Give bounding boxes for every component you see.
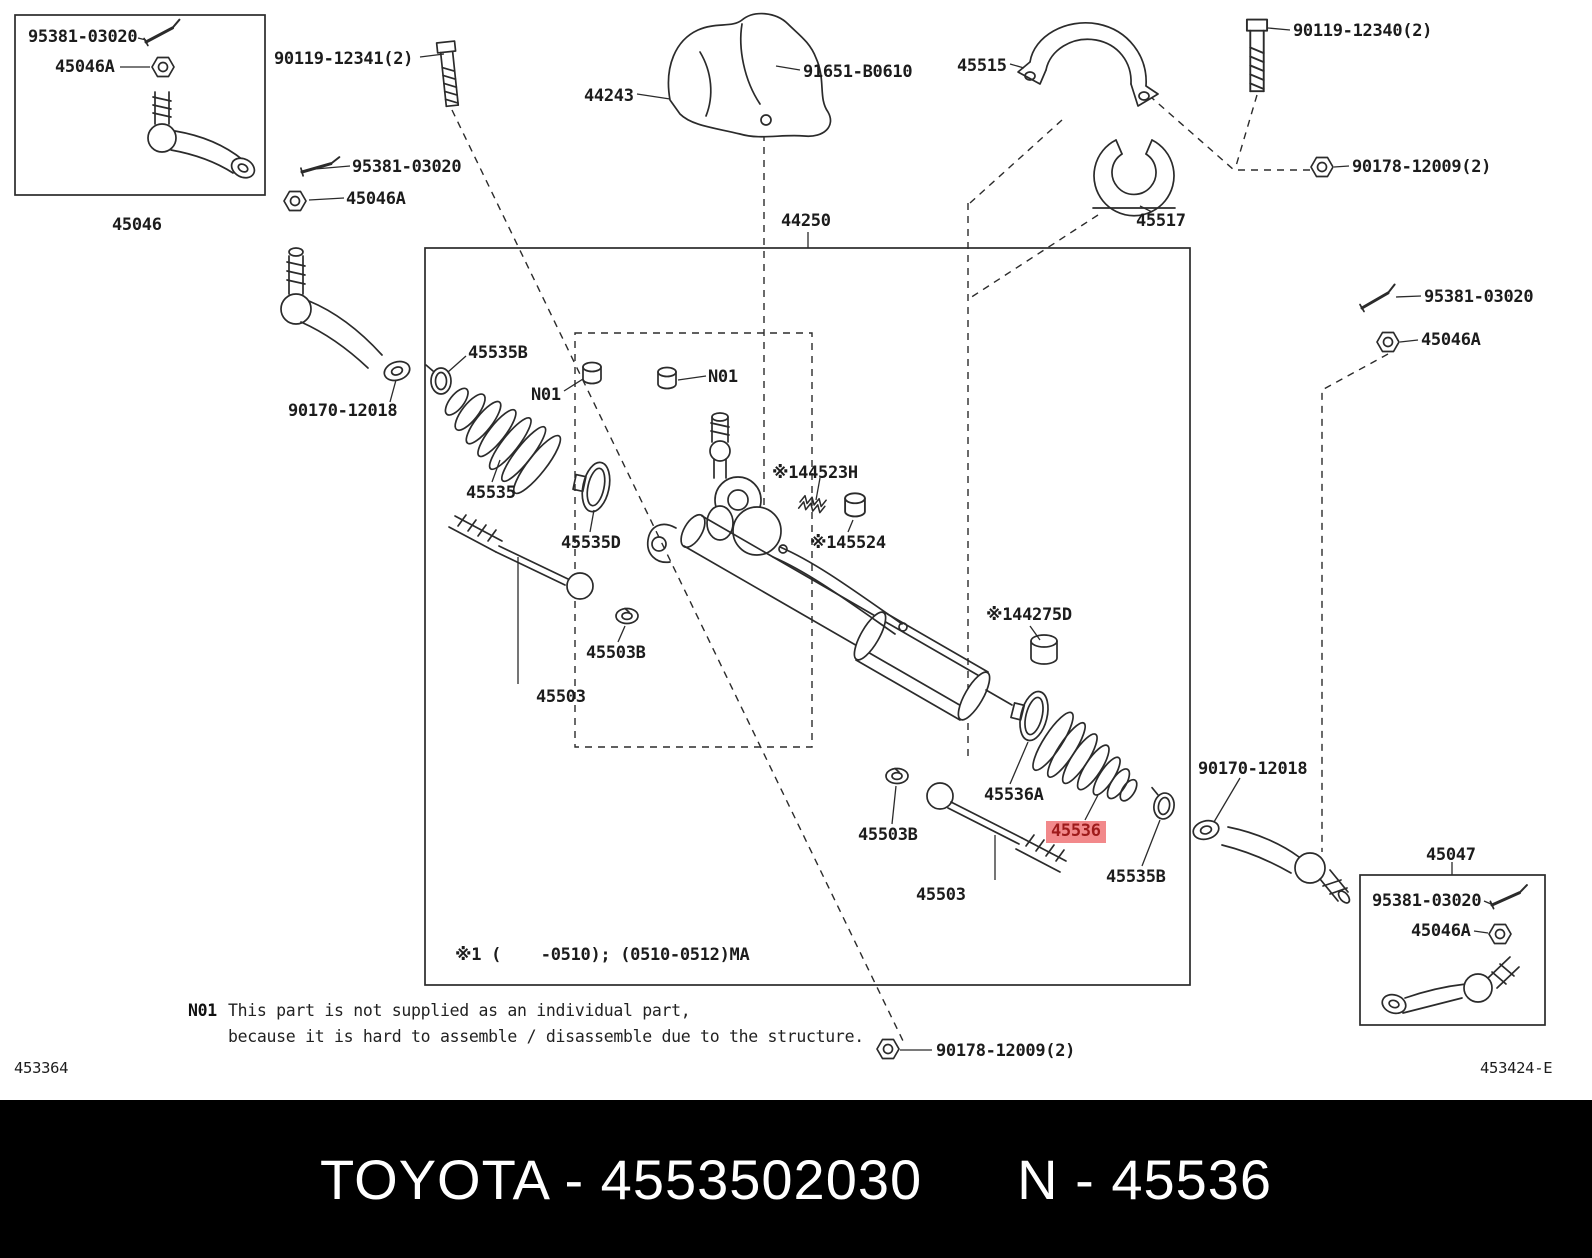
part-label-90119123402[interactable]: 90119-12340(2) bbox=[1293, 21, 1433, 41]
steering-rack-drawing bbox=[646, 412, 1013, 721]
part-label-91651b0610[interactable]: 91651-B0610 bbox=[803, 62, 913, 82]
part-label-45536a[interactable]: 45536A bbox=[984, 785, 1044, 805]
part-label-45503b[interactable]: 45503B bbox=[586, 643, 646, 663]
part-label-45535b[interactable]: 45535B bbox=[1106, 867, 1166, 887]
banner-title: TOYOTA - 4553502030 bbox=[319, 1147, 923, 1211]
part-label-144275d[interactable]: ※144275D bbox=[986, 605, 1072, 625]
part-label-45535[interactable]: 45535 bbox=[466, 483, 516, 503]
tie-rod-end-drawing-left bbox=[280, 247, 383, 369]
part-label-45535d[interactable]: 45535D bbox=[561, 533, 621, 553]
part-label-45503[interactable]: 45503 bbox=[536, 687, 586, 707]
part-label-44250[interactable]: 44250 bbox=[781, 211, 831, 231]
part-label-45046a[interactable]: 45046A bbox=[1411, 921, 1471, 941]
part-label-453364: 453364 bbox=[14, 1059, 69, 1077]
part-label-9017012018[interactable]: 90170-12018 bbox=[1198, 759, 1308, 779]
part-label-45047[interactable]: 45047 bbox=[1426, 845, 1476, 865]
labels-layer: 95381-03020 45046A 45046 90119-12341(2) 4424… bbox=[14, 21, 1553, 1077]
part-label-n01: N01 bbox=[188, 1001, 217, 1020]
diagram-canvas: 95381-03020 45046A 45046 90119-12341(2) 4424… bbox=[14, 12, 1553, 1077]
part-label-45046a[interactable]: 45046A bbox=[55, 57, 115, 77]
tie-rod-end-drawing-bottomright bbox=[1381, 956, 1520, 1015]
part-label-45503[interactable]: 45503 bbox=[916, 885, 966, 905]
banner-part-number: N - 45536 bbox=[1017, 1147, 1273, 1211]
part-banner: TOYOTA - 4553502030 N - 45536 bbox=[0, 1100, 1592, 1258]
part-label-45503b[interactable]: 45503B bbox=[858, 825, 918, 845]
inner-tie-rod-drawing-right bbox=[926, 782, 1067, 873]
part-label-1051005100512ma: ※1 ( -0510); (0510-0512)MA bbox=[455, 945, 750, 965]
part-label-45046a[interactable]: 45046A bbox=[346, 189, 406, 209]
tie-rod-end-drawing-topleft bbox=[147, 91, 256, 179]
part-label-n01: N01 bbox=[708, 367, 738, 387]
boot-45535-drawing bbox=[444, 387, 562, 495]
part-label-144523h[interactable]: ※144523H bbox=[772, 463, 858, 483]
part-label-thispartisnotsuppliedasanindividualpart: This part is not supplied as an individu… bbox=[228, 1001, 691, 1020]
part-label-9538103020[interactable]: 95381-03020 bbox=[28, 27, 138, 47]
bushing-45517-drawing bbox=[1092, 139, 1176, 217]
part-label-90178120092[interactable]: 90178-12009(2) bbox=[936, 1041, 1076, 1061]
part-label-145524[interactable]: ※145524 bbox=[810, 533, 886, 553]
leader-lines bbox=[120, 27, 1492, 1051]
boot-45536-drawing bbox=[1032, 711, 1138, 802]
dashed-assembly-lines bbox=[451, 94, 1389, 1046]
part-label-n01: N01 bbox=[531, 385, 561, 405]
bracket-drawing bbox=[1017, 22, 1159, 107]
part-label-9538103020[interactable]: 95381-03020 bbox=[352, 157, 462, 177]
part-label-453424e: 453424-E bbox=[1480, 1059, 1553, 1077]
part-label-45517[interactable]: 45517 bbox=[1136, 211, 1186, 231]
part-label-44243[interactable]: 44243 bbox=[584, 86, 634, 106]
part-label-90119123412[interactable]: 90119-12341(2) bbox=[274, 49, 414, 69]
part-label-9017012018[interactable]: 90170-12018 bbox=[288, 401, 398, 421]
part-label-9538103020[interactable]: 95381-03020 bbox=[1372, 891, 1482, 911]
tie-rod-end-drawing-right bbox=[1221, 826, 1351, 904]
part-label-45535b[interactable]: 45535B bbox=[468, 343, 528, 363]
part-label-90178120092[interactable]: 90178-12009(2) bbox=[1352, 157, 1492, 177]
part-label-becauseitishardtoassembledisassembleduetothestructure: because it is hard to assemble / disasse… bbox=[228, 1027, 864, 1046]
part-label-45046a[interactable]: 45046A bbox=[1421, 330, 1481, 350]
part-label-45536[interactable]: 45536 bbox=[1046, 821, 1106, 843]
inner-tie-rod-drawing-left bbox=[448, 514, 594, 600]
part-label-45046[interactable]: 45046 bbox=[112, 215, 162, 235]
parts-diagram-drawing bbox=[14, 12, 1546, 1060]
part-label-45515[interactable]: 45515 bbox=[957, 56, 1007, 76]
part-label-9538103020[interactable]: 95381-03020 bbox=[1424, 287, 1534, 307]
heat-shield-drawing bbox=[667, 12, 832, 138]
